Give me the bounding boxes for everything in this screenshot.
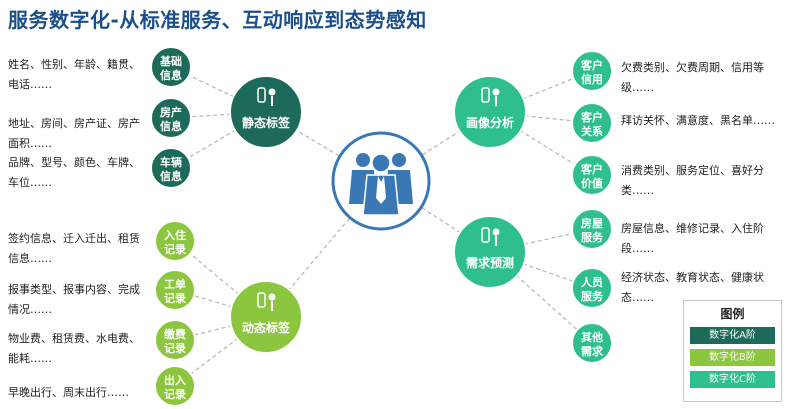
legend-item-a: 数字化A阶 (690, 327, 775, 344)
people-group-icon (349, 153, 413, 216)
node-label-line2: 关系 (581, 124, 603, 138)
node-label-line2: 记录 (164, 292, 186, 305)
hub-dynamic: 动态标签 (229, 280, 303, 354)
node-label-line2: 信息 (160, 68, 182, 82)
hub-static: 静态标签 (229, 75, 303, 149)
node-description: 姓名、性别、年龄、籍贯、电话…… (8, 58, 140, 91)
hub-label-demand: 需求预测 (466, 255, 514, 270)
legend-item-b: 数字化B阶 (690, 349, 775, 366)
connector-line-node (174, 316, 267, 387)
node-label-line1: 出入 (164, 373, 186, 387)
page-title: 服务数字化-从标准服务、互动响应到态势感知 (8, 8, 427, 32)
node-label-line2: 记录 (164, 243, 186, 256)
node-description: 物业费、租赁费、水电费、能耗…… (8, 332, 140, 365)
node-description: 欠费类别、欠费周期、信用等级…… (621, 61, 764, 94)
node-description: 经济状态、教育状态、健康状态…… (621, 271, 764, 304)
node-label-line1: 入住 (164, 228, 186, 242)
node-label-line1: 缴费 (164, 327, 186, 341)
node-label-line2: 需求 (581, 344, 604, 358)
legend-title: 图例 (720, 307, 745, 321)
node-description: 拜访关怀、满意度、黑名单…… (621, 114, 775, 127)
node-label-line1: 客户 (580, 162, 603, 176)
node-label-line1: 房产 (160, 105, 182, 119)
node-description: 签约信息、迁入迁出、租赁信息…… (8, 232, 140, 265)
hub-label-static: 静态标签 (242, 115, 291, 130)
tag-pen-icon (481, 87, 500, 106)
center-node (331, 131, 431, 231)
node-label-line2: 信息 (160, 169, 182, 183)
node-label-line2: 价值 (581, 176, 603, 190)
hub-demand: 需求预测 (453, 215, 527, 289)
traffic-light-person-icon (257, 87, 276, 106)
presenter-board-icon (481, 227, 500, 246)
node-label-line2: 服务 (581, 289, 604, 303)
node-label-line2: 信息 (160, 119, 182, 133)
node-description: 品牌、型号、颜色、车牌、车位…… (8, 156, 140, 189)
node-label-line1: 基础 (159, 54, 182, 68)
node-description: 早晚出行、周末出行…… (8, 386, 129, 399)
running-person-icon (257, 292, 276, 311)
node-label-line1: 客户 (580, 58, 603, 72)
node-label-line1: 人员 (581, 275, 603, 289)
node-label-line1: 客户 (580, 110, 603, 124)
hub-label-portrait: 画像分析 (466, 115, 514, 130)
node-label-line2: 信用 (581, 72, 603, 86)
node-label-line1: 工单 (164, 277, 186, 291)
node-label-line1: 车辆 (160, 155, 182, 169)
node-label-line2: 服务 (581, 230, 604, 244)
hub-label-dynamic: 动态标签 (242, 320, 291, 335)
node-description: 报事类型、报事内容、完成情况…… (8, 283, 140, 316)
node-label-line2: 记录 (164, 342, 186, 355)
legend-box: 图例 数字化A阶 数字化B阶 数字化C阶 (683, 300, 782, 402)
node-description: 房屋信息、维修记录、入住阶段…… (621, 222, 764, 255)
node-description: 地址、房间、房产证、房产面积…… (8, 117, 140, 150)
legend-item-c: 数字化C阶 (690, 371, 775, 388)
node-description: 消费类别、服务定位、喜好分类…… (621, 164, 764, 197)
node-label-line1: 其他 (581, 330, 603, 344)
node-label-line2: 记录 (164, 388, 186, 401)
node-label-line1: 房屋 (581, 216, 603, 230)
hub-portrait: 画像分析 (453, 75, 527, 149)
